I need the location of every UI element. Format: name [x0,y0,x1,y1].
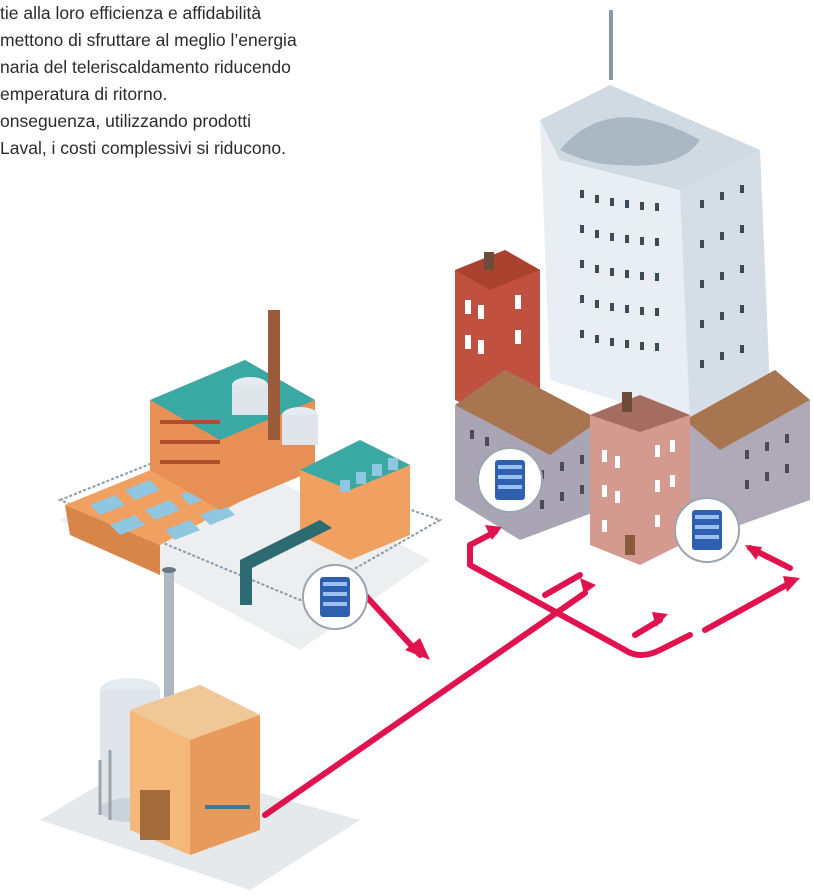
boiler-house [98,567,260,855]
intro-line-1: tie alla loro efficienza e affidabilità [0,3,262,23]
intro-line-3: naria del teleriscaldamento riducendo [0,57,291,77]
intro-paragraph: tie alla loro efficienza e affidabilità … [0,0,400,162]
pipe-arrowheads [405,525,800,660]
arrow-to-block-left [485,525,502,540]
district-heating-pipes [262,529,793,818]
intro-line-5: onseguenza, utilizzando prodotti [0,111,252,131]
intro-line-2: mettono di sfruttare al meglio l’energia [0,30,297,50]
tower-windows [580,185,744,368]
arrow-right-branch [783,576,800,592]
arrow-into-pipe [405,638,430,660]
pink-apartment-building [590,392,690,565]
exchanger-badge-factory [302,564,368,630]
intro-line-6: Laval, i costi complessivi si riducono. [0,138,286,158]
exchanger-badge-left-block [477,447,543,513]
factory-complex [57,310,443,605]
exchanger-badge-right-block [674,497,740,563]
high-rise-tower [540,10,770,420]
arrow-branch-up [652,612,668,627]
intro-line-4: emperatura di ritorno. [0,84,168,104]
residential-block-right [685,370,810,525]
arrow-return-to-block-right [745,545,762,560]
heat-exchanger-badges [302,447,740,630]
arrow-to-pink-building [580,578,596,594]
